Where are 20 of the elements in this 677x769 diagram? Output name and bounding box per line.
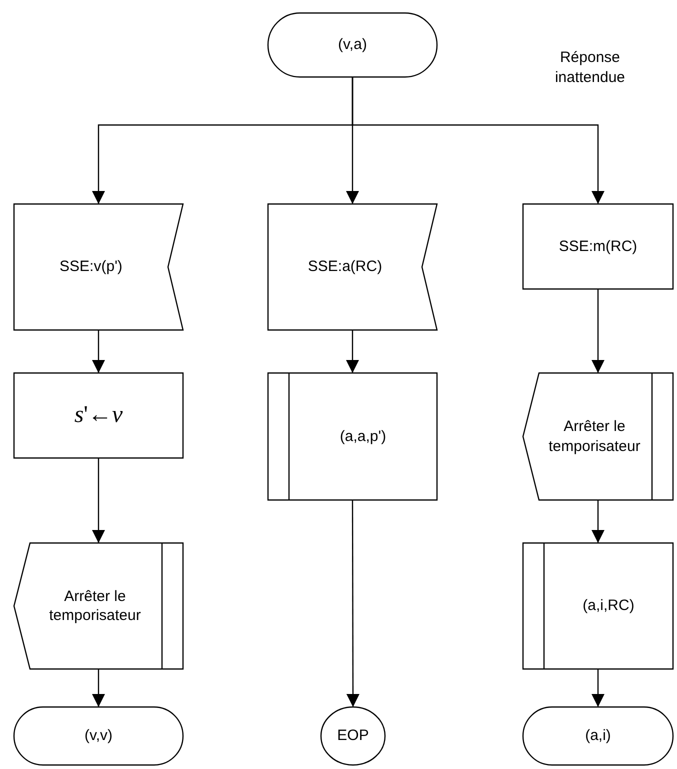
terminator-shape: (v,v) — [14, 707, 183, 765]
arrow — [92, 669, 105, 707]
arrow — [592, 500, 604, 543]
arrow — [92, 330, 105, 373]
connector-circle: EOP — [321, 707, 385, 765]
arrow — [346, 500, 360, 707]
arrow — [352, 77, 604, 204]
process-box: s'←v — [14, 373, 183, 458]
arrow — [346, 330, 359, 373]
predefined-process-box: (a,i,RC) — [523, 543, 673, 669]
arrow — [592, 289, 604, 373]
terminator-shape: (a,i) — [523, 707, 673, 765]
predefined-process-box: (a,a,p') — [268, 373, 437, 500]
terminator-shape: (v,a) — [268, 13, 437, 77]
receive-signal-shape: SSE:v(p') — [14, 204, 183, 330]
arrow — [592, 669, 604, 707]
process-box: SSE:m(RC) — [523, 204, 673, 289]
arrow — [92, 458, 105, 543]
annotation-text: Réponse inattendue — [554, 48, 626, 87]
receive-signal-shape: SSE:a(RC) — [268, 204, 437, 330]
